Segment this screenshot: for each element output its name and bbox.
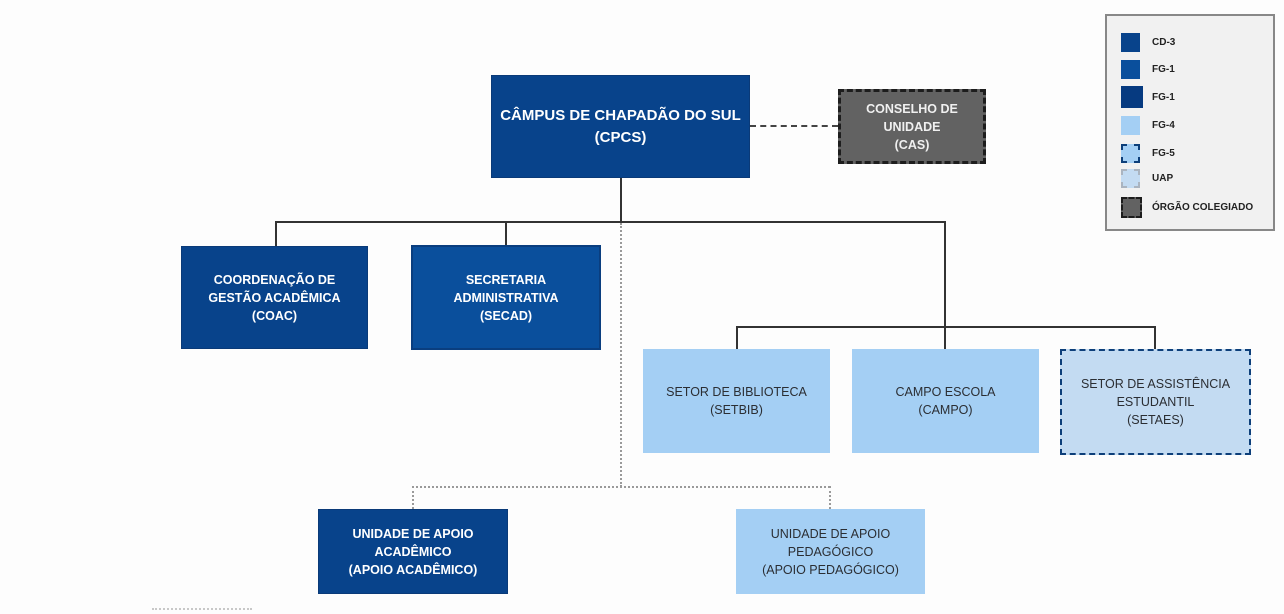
connector-support-trunk: [620, 223, 622, 487]
node-cas: CONSELHO DE UNIDADE (CAS): [838, 89, 986, 164]
legend-item-fg5: FG-5: [1121, 143, 1175, 163]
legend-label: FG-1: [1152, 63, 1175, 75]
legend-item-orgao-colegiado: ÓRGÃO COLEGIADO: [1121, 196, 1254, 218]
node-cpcs: CÂMPUS DE CHAPADÃO DO SUL (CPCS): [491, 75, 750, 178]
connector-level1-bus: [275, 221, 946, 223]
connector-apoio-academico: [412, 486, 414, 509]
legend-label: CD-3: [1152, 36, 1176, 48]
legend-swatch: [1121, 32, 1140, 52]
legend-swatch: [1121, 143, 1140, 163]
footer-dashes: [152, 608, 252, 610]
node-apoio-academico: UNIDADE DE APOIO ACADÊMICO (APOIO ACADÊM…: [318, 509, 508, 594]
legend-swatch: [1121, 59, 1140, 79]
legend-label: ÓRGÃO COLEGIADO: [1152, 201, 1254, 213]
connector-campo: [944, 221, 946, 349]
legend-label: UAP: [1152, 172, 1174, 184]
connector-coac: [275, 221, 277, 246]
node-apoio-pedagogico: UNIDADE DE APOIO PEDAGÓGICO (APOIO PEDAG…: [736, 509, 925, 594]
node-coac: COORDENAÇÃO DE GESTÃO ACADÊMICA (COAC): [181, 246, 368, 349]
node-secad: SECRETARIA ADMINISTRATIVA (SECAD): [411, 245, 601, 350]
legend-swatch: [1121, 86, 1143, 108]
legend-label: FG-5: [1152, 147, 1175, 159]
connector-level2-bus: [736, 326, 1156, 328]
connector-apoio-pedagogico: [829, 486, 831, 509]
legend-item-fg4: FG-4: [1121, 115, 1175, 135]
legend-item-fg1-bordered: FG-1: [1121, 86, 1175, 108]
legend-item-cd3: CD-3: [1121, 32, 1175, 52]
connector-support-bus: [412, 486, 830, 488]
connector-setaes: [1154, 326, 1156, 349]
connector-trunk: [620, 178, 622, 222]
legend-swatch: [1121, 115, 1140, 135]
node-campo: CAMPO ESCOLA (CAMPO): [852, 349, 1039, 453]
connector-secad: [505, 221, 507, 245]
connector-cas: [750, 125, 838, 127]
legend: CD-3 FG-1 FG-1 FG-4 FG-5 UAP ÓRGÃO COLEG…: [1105, 14, 1275, 231]
legend-swatch: [1121, 196, 1142, 218]
node-setbib: SETOR DE BIBLIOTECA (SETBIB): [643, 349, 830, 453]
legend-item-uap: UAP: [1121, 168, 1173, 188]
legend-swatch: [1121, 168, 1140, 188]
legend-label: FG-4: [1152, 119, 1175, 131]
legend-item-fg1: FG-1: [1121, 59, 1175, 79]
node-setaes: SETOR DE ASSISTÊNCIA ESTUDANTIL (SETAES): [1060, 349, 1251, 455]
connector-setbib: [736, 326, 738, 349]
legend-label: FG-1: [1152, 91, 1175, 103]
